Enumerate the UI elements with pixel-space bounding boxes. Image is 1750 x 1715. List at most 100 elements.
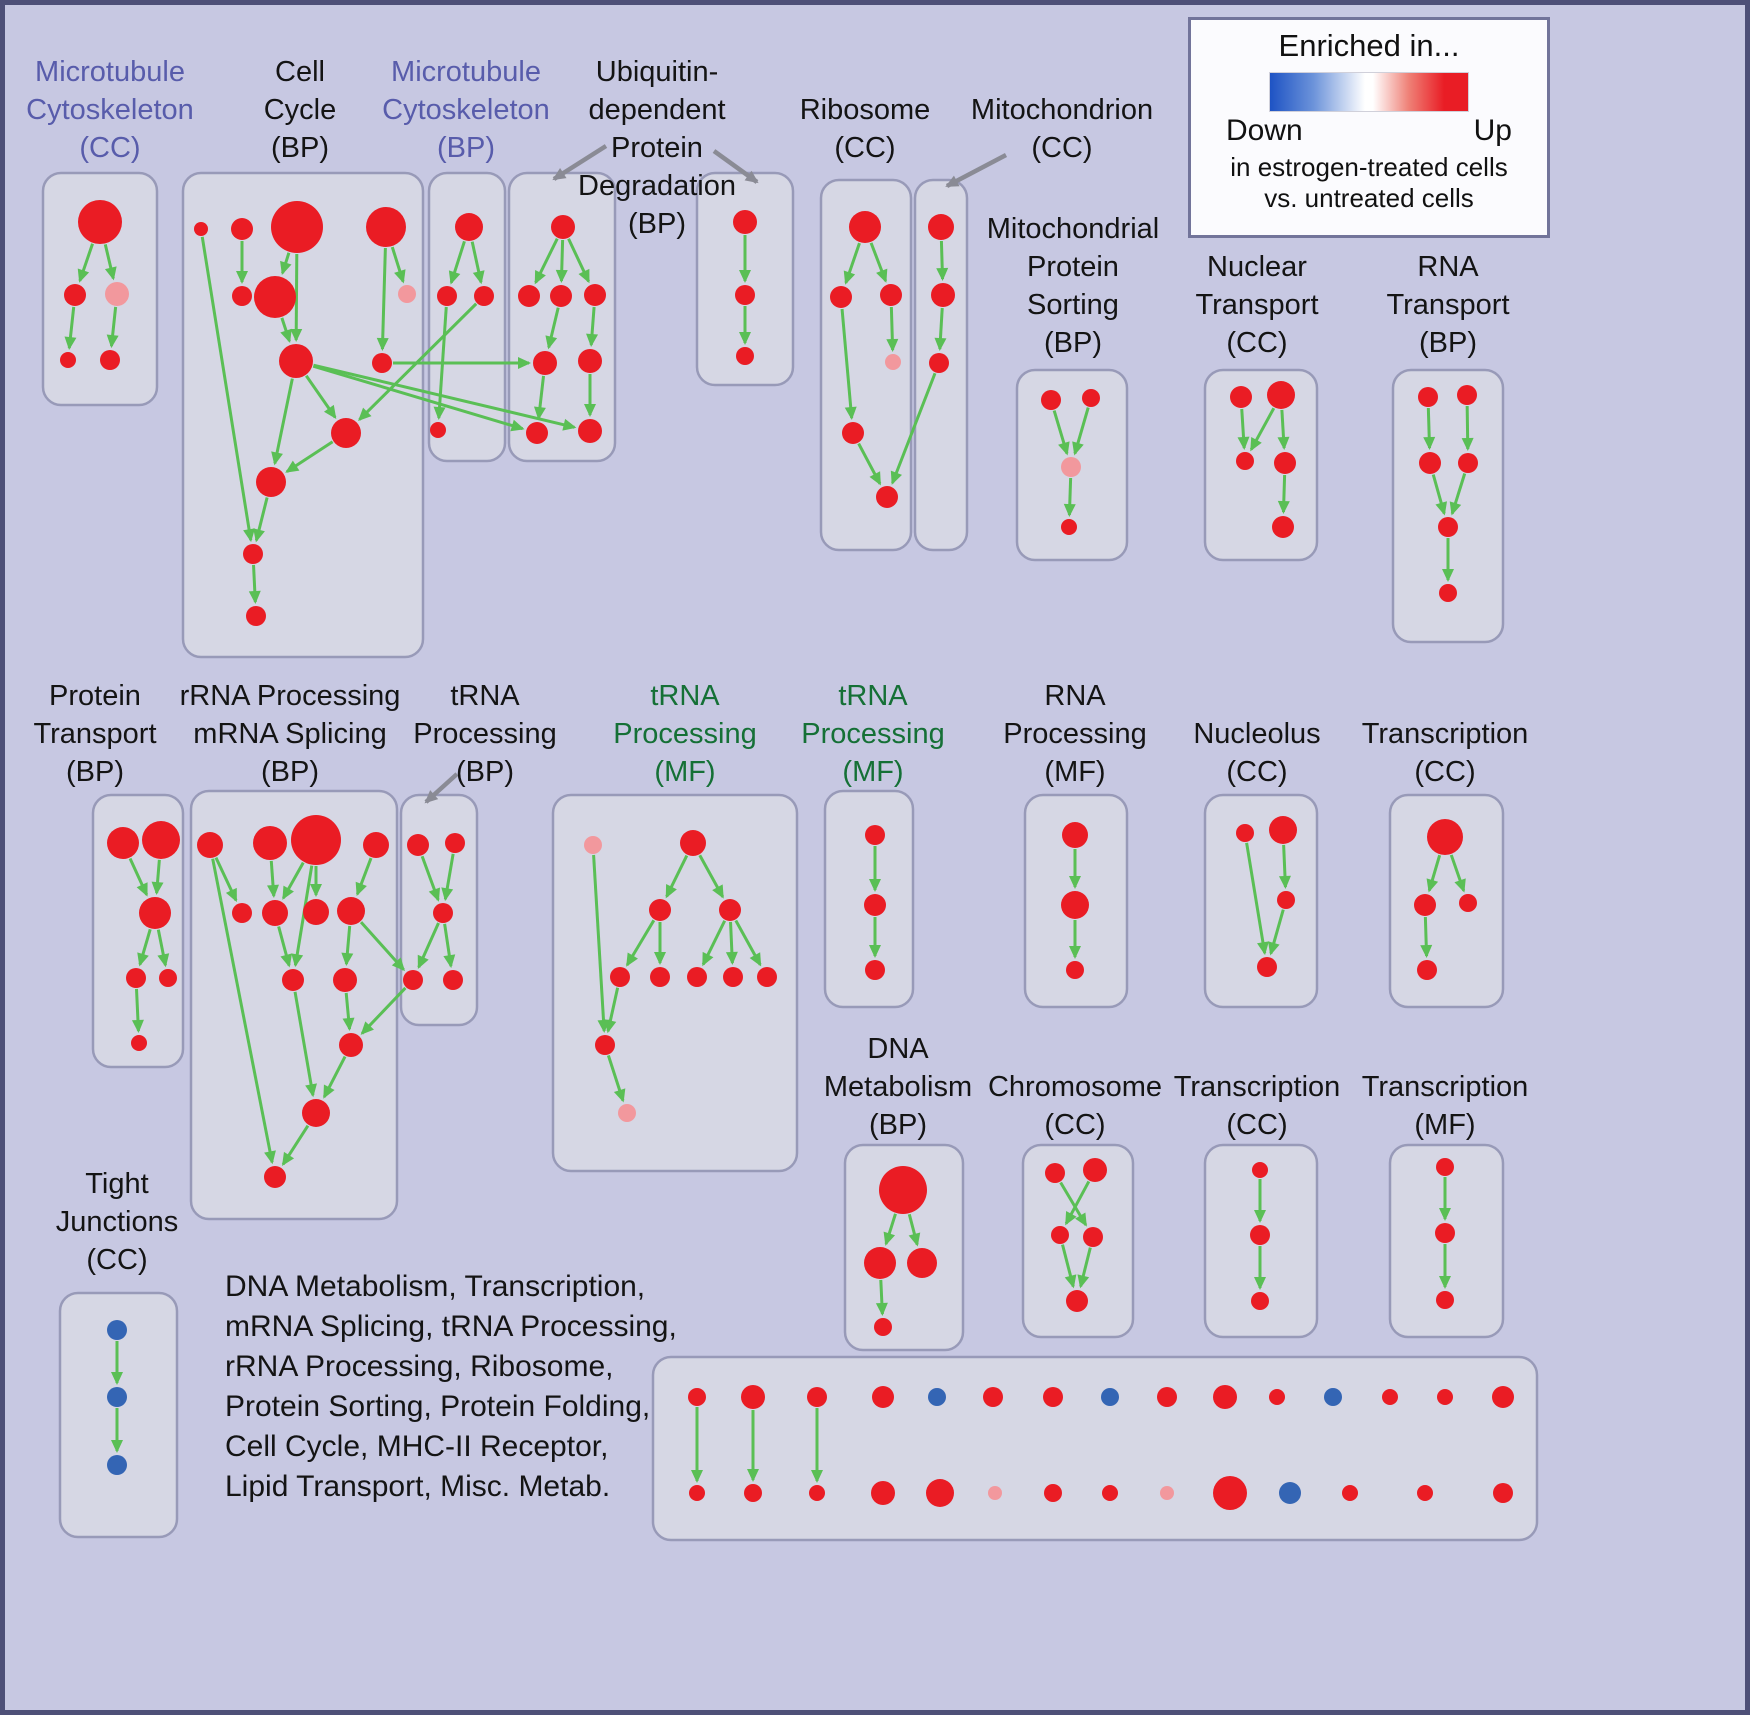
go-node-78 (433, 903, 453, 923)
edge-arrow (420, 855, 441, 902)
edge-arrow (1245, 842, 1269, 956)
go-node-64 (253, 826, 287, 860)
go-node-146 (1102, 1485, 1118, 1501)
go-node-148 (1213, 1476, 1247, 1510)
go-node-149 (1279, 1482, 1301, 1504)
edge-arrow (285, 440, 334, 473)
edge-arrow (604, 987, 620, 1034)
go-node-111 (1083, 1158, 1107, 1182)
go-node-143 (926, 1479, 954, 1507)
edge-arrow (355, 857, 373, 897)
go-node-121 (107, 1320, 127, 1340)
go-node-137 (1437, 1389, 1453, 1405)
go-node-54 (1458, 453, 1478, 473)
go-node-131 (1101, 1388, 1119, 1406)
go-node-83 (649, 899, 671, 921)
edge-arrow (840, 308, 857, 421)
go-node-69 (303, 899, 329, 925)
go-node-44 (1061, 457, 1081, 477)
edge-arrow (592, 854, 610, 1034)
go-node-87 (687, 967, 707, 987)
edge-arrow (875, 1279, 888, 1317)
go-node-103 (1414, 894, 1436, 916)
go-node-127 (872, 1386, 894, 1408)
edge-arrow (156, 929, 170, 968)
go-node-49 (1274, 452, 1296, 474)
go-node-25 (584, 284, 606, 306)
go-node-55 (1438, 517, 1458, 537)
go-node-99 (1269, 816, 1297, 844)
edge-arrow (341, 925, 354, 967)
edge-arrow (890, 372, 937, 485)
legend-gradient-bar (1269, 72, 1469, 112)
go-node-53 (1419, 452, 1441, 474)
go-node-71 (282, 969, 304, 991)
go-node-141 (809, 1485, 825, 1501)
go-node-112 (1051, 1226, 1069, 1244)
go-node-122 (107, 1387, 127, 1407)
go-node-96 (1061, 891, 1089, 919)
go-node-65 (291, 815, 341, 865)
go-node-77 (445, 833, 465, 853)
go-node-133 (1213, 1385, 1237, 1409)
go-node-43 (1082, 389, 1100, 407)
edge-arrow (1277, 409, 1290, 451)
go-node-15 (256, 467, 286, 497)
edge-arrow (312, 364, 525, 432)
edge-arrow (725, 921, 738, 966)
go-node-93 (864, 894, 886, 916)
edge-arrow (883, 1213, 897, 1246)
go-node-37 (842, 422, 864, 444)
edge-arrow (1420, 916, 1433, 959)
edge-arrow (271, 378, 294, 466)
go-node-101 (1257, 957, 1277, 977)
go-node-107 (864, 1247, 896, 1279)
go-node-132 (1157, 1387, 1177, 1407)
go-node-18 (455, 213, 483, 241)
edge-arrow (322, 1055, 347, 1099)
go-node-3 (60, 352, 76, 368)
cluster-box-nucleolus-cc (1203, 793, 1319, 1009)
go-node-142 (871, 1481, 895, 1505)
go-node-118 (1436, 1158, 1454, 1176)
go-node-102 (1427, 819, 1463, 855)
go-node-48 (1236, 452, 1254, 470)
legend-up-label: Up (1473, 114, 1512, 147)
go-node-61 (159, 969, 177, 987)
go-node-32 (736, 347, 754, 365)
edge-arrow (533, 375, 546, 421)
go-node-126 (807, 1387, 827, 1407)
go-node-150 (1342, 1485, 1358, 1501)
edge-arrow (1431, 474, 1448, 516)
edge-arrow (214, 857, 238, 903)
edge-arrow (281, 1124, 310, 1167)
go-node-41 (929, 353, 949, 373)
go-node-13 (372, 353, 392, 373)
go-node-30 (733, 210, 757, 234)
edge-arrow (248, 564, 261, 605)
go-node-76 (407, 834, 429, 856)
go-node-10 (254, 276, 296, 318)
go-node-35 (880, 284, 902, 306)
go-node-100 (1277, 891, 1295, 909)
edge-arrow (534, 237, 559, 285)
go-node-46 (1230, 386, 1252, 408)
go-node-145 (1044, 1484, 1062, 1502)
edge-arrow (359, 921, 405, 972)
go-node-79 (403, 970, 423, 990)
legend-title: Enriched in... (1278, 28, 1460, 63)
go-node-84 (719, 899, 741, 921)
edge-arrow (1064, 1180, 1091, 1226)
go-node-94 (865, 960, 885, 980)
go-node-58 (142, 821, 180, 859)
go-node-5 (194, 222, 208, 236)
go-node-74 (302, 1099, 330, 1127)
go-node-38 (876, 486, 898, 508)
go-node-57 (107, 827, 139, 859)
edge-arrow (211, 858, 276, 1165)
label-callout-arrow (945, 153, 1008, 188)
edge-arrow (290, 253, 303, 343)
edge-arrow (857, 442, 882, 486)
go-node-45 (1061, 519, 1077, 535)
